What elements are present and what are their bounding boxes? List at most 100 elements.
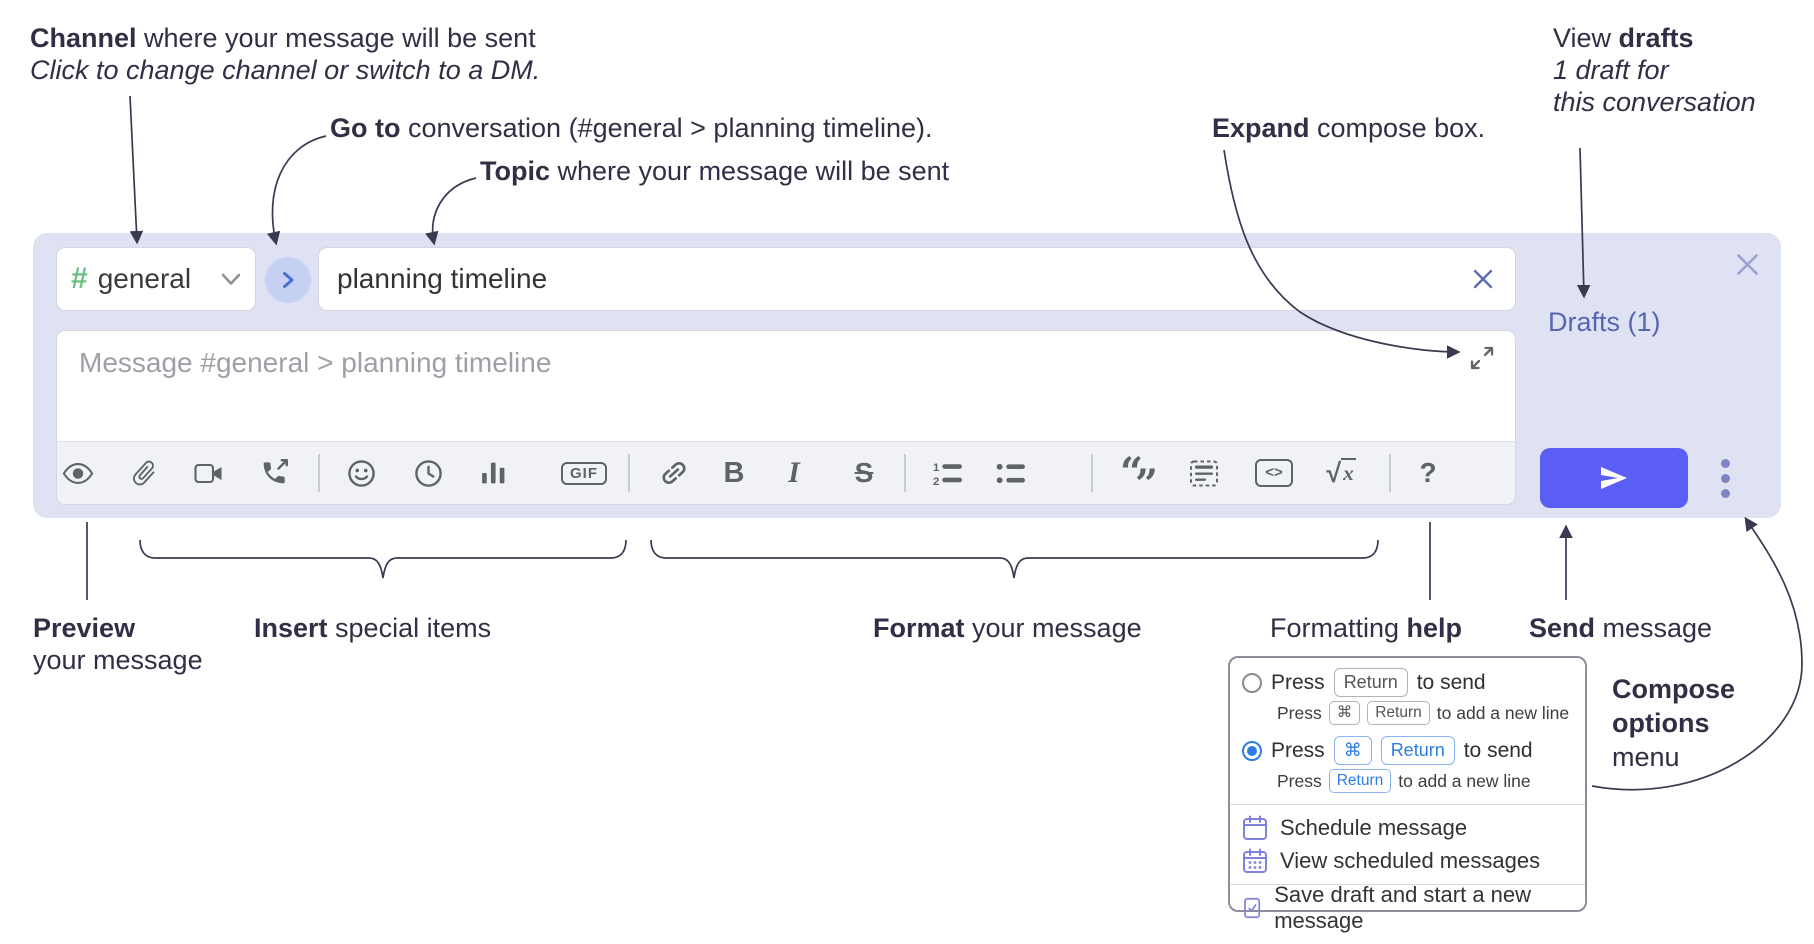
option-return-subtext: Press ⌘ Return to add a new line: [1277, 701, 1571, 725]
italic-button[interactable]: I: [772, 442, 816, 504]
document-check-icon: [1244, 897, 1261, 918]
send-button[interactable]: [1540, 448, 1688, 508]
option-return-to-send[interactable]: Press Return to send: [1242, 668, 1571, 697]
audio-call-button[interactable]: [252, 442, 296, 504]
key-return: Return: [1367, 701, 1430, 725]
chevron-down-icon: [221, 273, 241, 286]
strikethrough-icon: S: [854, 457, 874, 488]
leader-channel: [129, 95, 144, 245]
annotation-format: Format your message: [873, 613, 1142, 643]
attach-file-button[interactable]: [122, 442, 166, 504]
key-return: Return: [1333, 668, 1408, 697]
annotation-compose-options: Compose options menu: [1612, 674, 1736, 772]
bulleted-list-button[interactable]: [989, 442, 1033, 504]
chevron-right-icon: [283, 272, 294, 288]
preview-button[interactable]: [58, 442, 98, 504]
quote-icon: “ ”: [1120, 449, 1158, 505]
bar-chart-icon: [481, 462, 504, 484]
spoiler-button[interactable]: [1182, 442, 1226, 504]
gif-icon: GIF: [561, 461, 607, 485]
numbered-list-button[interactable]: 1 2: [926, 442, 970, 504]
compose-box: # general planning timeline Message #gen…: [33, 233, 1781, 518]
key-return: Return: [1380, 736, 1455, 765]
toolbar-divider: [1091, 454, 1093, 492]
message-input[interactable]: Message #general > planning timeline: [79, 347, 552, 378]
link-icon: [662, 461, 686, 485]
topic-clear-button[interactable]: [1467, 263, 1499, 295]
brace-insert: [139, 539, 627, 579]
toolbar-divider: [318, 454, 320, 492]
annotation-drafts-line1: View drafts: [1553, 23, 1694, 53]
poll-button[interactable]: [471, 442, 515, 504]
bold-button[interactable]: B: [712, 442, 756, 504]
quote-button[interactable]: “ ”: [1116, 442, 1160, 505]
expand-compose-button[interactable]: [1467, 343, 1497, 373]
channel-selector[interactable]: # general: [56, 247, 256, 311]
annotation-formatting-help: Formatting help: [1270, 613, 1463, 643]
compose-options-popup: Press Return to send Press ⌘ Return to a…: [1228, 656, 1587, 933]
toolbar-divider: [1389, 454, 1391, 492]
go-to-conversation-button[interactable]: [265, 257, 311, 303]
brace-format: [650, 539, 1379, 579]
leader-goto: [266, 135, 327, 246]
question-mark-icon: ?: [1419, 457, 1437, 488]
strikethrough-button[interactable]: S: [842, 442, 886, 504]
bulleted-list-icon: [996, 463, 1025, 483]
phone-outgoing-icon: [263, 459, 288, 484]
close-icon: [1737, 254, 1758, 275]
annotation-channel: Channel where your message will be sent …: [30, 22, 540, 86]
topic-value: planning timeline: [337, 263, 548, 294]
eye-icon: [62, 462, 94, 484]
drafts-link[interactable]: Drafts (1): [1548, 307, 1661, 337]
menu-item-save-draft[interactable]: Save draft and start a new message: [1242, 882, 1571, 933]
ellipsis-dot: [1720, 488, 1730, 498]
code-button[interactable]: <>: [1247, 442, 1301, 504]
key-cmd: ⌘: [1328, 701, 1361, 725]
compose-close-button[interactable]: [1732, 249, 1763, 280]
numbered-list-icon: 1 2: [933, 461, 962, 486]
menu-item-view-scheduled[interactable]: View scheduled messages: [1242, 844, 1571, 877]
radio-selected-icon[interactable]: [1242, 740, 1262, 761]
topic-input[interactable]: planning timeline: [318, 247, 1516, 311]
key-return: Return: [1328, 769, 1392, 793]
emoji-button[interactable]: [339, 442, 383, 504]
svg-text:1: 1: [933, 461, 939, 473]
link-button[interactable]: [652, 442, 696, 504]
channel-name: general: [97, 263, 192, 294]
video-call-button[interactable]: [187, 442, 231, 504]
popup-divider: [1230, 804, 1585, 805]
annotation-view-drafts: View drafts 1 draft for this conversatio…: [1553, 23, 1756, 117]
channel-hash-icon: #: [71, 262, 88, 295]
toolbar-divider: [904, 454, 906, 492]
gif-button[interactable]: GIF: [557, 442, 611, 504]
annotation-preview: Preview your message: [33, 613, 203, 675]
math-icon: √ x: [1326, 458, 1356, 488]
calendar-grid-icon: [1243, 848, 1267, 873]
option-cmd-return-to-send[interactable]: Press ⌘ Return to send: [1242, 736, 1571, 765]
compose-toolbar: GIF B I S 1 2: [57, 441, 1515, 504]
spoiler-icon: [1190, 460, 1218, 486]
option-cmd-return-subtext: Press Return to add a new line: [1277, 769, 1571, 793]
annotation-goto: Go to conversation (#general > planning …: [330, 113, 933, 143]
send-plane-icon: [1601, 467, 1627, 489]
smiley-icon: [347, 459, 375, 487]
message-box: Message #general > planning timeline: [56, 330, 1516, 505]
close-icon: [1473, 269, 1493, 289]
menu-item-schedule-message[interactable]: Schedule message: [1242, 811, 1571, 844]
key-cmd: ⌘: [1333, 736, 1372, 765]
time-button[interactable]: [406, 442, 450, 504]
toolbar-divider: [628, 454, 630, 492]
italic-icon: I: [788, 456, 800, 489]
math-button[interactable]: √ x: [1315, 442, 1367, 504]
annotation-expand: Expand compose box.: [1212, 113, 1486, 143]
svg-text:2: 2: [933, 475, 939, 485]
code-icon: <>: [1255, 459, 1293, 487]
formatting-help-button[interactable]: ?: [1406, 442, 1450, 504]
bold-icon: B: [723, 456, 745, 489]
compose-options-button[interactable]: [1703, 448, 1747, 508]
annotation-insert: Insert special items: [254, 613, 492, 643]
calendar-icon: [1243, 815, 1267, 840]
annotation-send: Send message: [1529, 613, 1713, 643]
radio-unselected-icon[interactable]: [1242, 672, 1262, 693]
